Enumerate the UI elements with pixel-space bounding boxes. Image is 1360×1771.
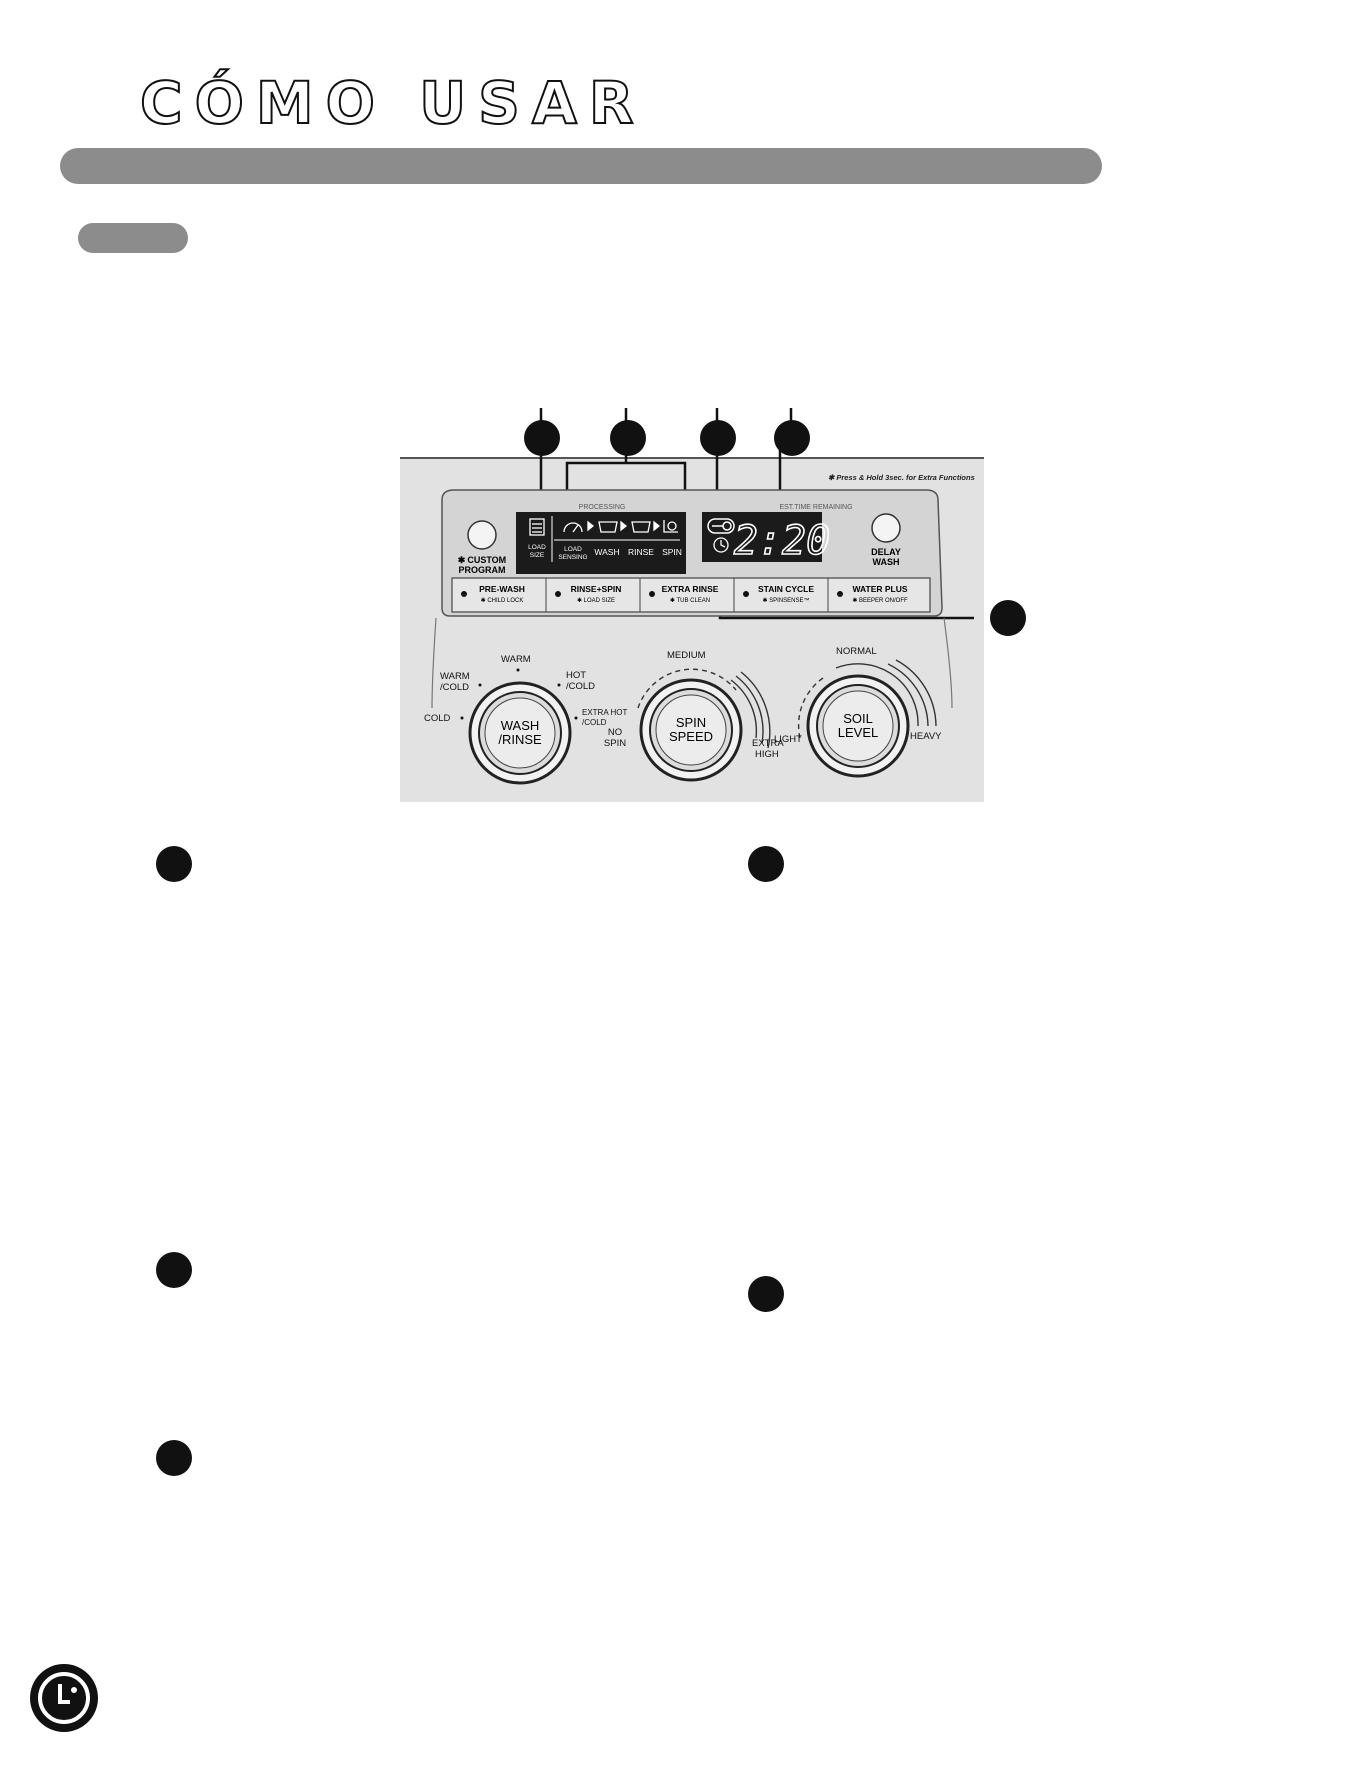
svg-text:LEVEL: LEVEL [838, 725, 878, 740]
option-button-rinse-spin[interactable]: RINSE+SPIN ✱ LOAD SIZE [555, 584, 621, 604]
svg-text:HOT: HOT [566, 670, 586, 681]
lg-logo-icon [30, 1664, 98, 1732]
svg-text:LIGHT: LIGHT [774, 734, 802, 745]
svg-text:/RINSE: /RINSE [498, 732, 542, 747]
custom-program-label: PROGRAM [459, 565, 506, 575]
child-lock-icon [707, 518, 735, 534]
spin-speed-labels: MEDIUM NO SPIN EXTRA HIGH [604, 650, 784, 760]
svg-text:WARM: WARM [501, 654, 531, 665]
stage-label-rinse: RINSE [628, 547, 654, 557]
svg-text:/COLD: /COLD [566, 681, 595, 692]
section-marker-5 [748, 1276, 784, 1312]
arrow-icon [587, 520, 595, 532]
callout-marker-5 [990, 600, 1026, 636]
option-button-water-plus[interactable]: WATER PLUS ✱ BEEPER ON/OFF [837, 584, 908, 604]
delay-wash-button[interactable]: DELAY WASH [871, 513, 901, 567]
svg-text:PRE-WASH: PRE-WASH [479, 584, 525, 594]
est-time-label: EST.TIME REMAINING [779, 504, 852, 511]
rinse-icon [631, 521, 651, 533]
section-marker-1 [156, 846, 192, 882]
soil-level-dial[interactable]: SOIL LEVEL [806, 674, 910, 778]
load-sensing-icon [563, 522, 583, 533]
stage-label-spin: SPIN [662, 547, 682, 557]
custom-program-button[interactable]: ✱CUSTOM PROGRAM [458, 520, 506, 575]
wash-rinse-dial[interactable]: WASH /RINSE [468, 681, 572, 785]
option-button-stain-cycle[interactable]: STAIN CYCLE ✱ SPINSENSE™ [743, 584, 814, 604]
stage-icons [563, 520, 678, 533]
svg-text:WARM: WARM [440, 671, 470, 682]
section-marker-2 [156, 1252, 192, 1288]
arrow-icon [620, 520, 628, 532]
svg-text:NO: NO [608, 727, 622, 738]
svg-text:EXTRA HOT: EXTRA HOT [582, 708, 627, 717]
stage-label-load-sensing-2: SENSING [558, 554, 587, 561]
extra-functions-note: ✱ Press & Hold 3sec. for Extra Functions [828, 473, 975, 482]
delay-clock-icon [713, 537, 729, 553]
svg-text:MEDIUM: MEDIUM [667, 650, 706, 661]
svg-text:SPIN: SPIN [604, 738, 626, 749]
svg-text:SOIL: SOIL [843, 711, 873, 726]
header-divider-bar [60, 148, 1102, 184]
svg-text:✱ BEEPER ON/OFF: ✱ BEEPER ON/OFF [852, 597, 908, 604]
delay-wash-label-1: DELAY [871, 547, 901, 557]
svg-text:NORMAL: NORMAL [836, 646, 877, 657]
svg-text:/COLD: /COLD [582, 718, 607, 727]
option-button-extra-rinse[interactable]: EXTRA RINSE ✱ TUB CLEAN [649, 584, 719, 604]
svg-text:SPEED: SPEED [669, 729, 713, 744]
spin-speed-arcs [637, 668, 771, 749]
svg-text:✱ TUB CLEAN: ✱ TUB CLEAN [670, 597, 710, 604]
load-size-icon [529, 518, 545, 536]
wash-icon [598, 521, 618, 533]
load-size-label-2: SIZE [530, 552, 545, 559]
svg-text:EXTRA RINSE: EXTRA RINSE [662, 584, 719, 594]
wash-rinse-labels: COLD WARM /COLD WARM HOT /COLD EXTRA HOT… [424, 654, 627, 727]
soil-level-arcs [797, 659, 937, 739]
svg-text:HEAVY: HEAVY [910, 731, 942, 742]
svg-text:✱ CHILD LOCK: ✱ CHILD LOCK [481, 597, 524, 604]
processing-label: PROCESSING [579, 504, 626, 511]
stage-label-load-sensing-1: LOAD [564, 546, 582, 553]
svg-text:SPIN: SPIN [676, 715, 706, 730]
svg-text:✱CUSTOM: ✱CUSTOM [458, 555, 506, 565]
option-button-pre-wash[interactable]: PRE-WASH ✱ CHILD LOCK [461, 584, 525, 604]
processing-display [516, 512, 686, 574]
svg-text:RINSE+SPIN: RINSE+SPIN [571, 584, 622, 594]
option-button-row: PRE-WASH ✱ CHILD LOCK RINSE+SPIN ✱ LOAD … [451, 577, 931, 613]
svg-text:HIGH: HIGH [755, 749, 779, 760]
control-panel-figure: PROCESSING EST.TIME REMAINING ✱ Press & … [396, 408, 986, 802]
spin-icon [663, 520, 678, 533]
svg-text:WASH: WASH [501, 718, 540, 733]
arrow-icon [653, 520, 661, 532]
soil-level-labels: NORMAL LIGHT HEAVY [774, 646, 942, 745]
page-title: CÓMO USAR [139, 69, 646, 137]
callout-marker-3 [700, 420, 736, 456]
svg-text:COLD: COLD [424, 713, 451, 724]
spin-speed-dial[interactable]: SPIN SPEED [639, 678, 743, 782]
control-panel-illustration: PROCESSING EST.TIME REMAINING ✱ Press & … [400, 408, 984, 802]
callout-marker-4 [774, 420, 810, 456]
callout-marker-1 [524, 420, 560, 456]
svg-text:EXTRA: EXTRA [752, 738, 784, 749]
load-size-label-1: LOAD [528, 544, 546, 551]
svg-text:WATER PLUS: WATER PLUS [852, 584, 907, 594]
svg-text:/COLD: /COLD [440, 682, 469, 693]
section-marker-4 [748, 846, 784, 882]
svg-text:✱ SPINSENSE™: ✱ SPINSENSE™ [762, 597, 809, 604]
time-remaining-value: 2:20 [734, 518, 830, 564]
stage-label-wash: WASH [594, 547, 619, 557]
section-marker-3 [156, 1440, 192, 1476]
time-display [702, 512, 822, 562]
svg-text:STAIN CYCLE: STAIN CYCLE [758, 584, 814, 594]
section-pill [78, 223, 188, 253]
callout-marker-2 [610, 420, 646, 456]
delay-wash-label-2: WASH [873, 557, 900, 567]
svg-text:✱ LOAD SIZE: ✱ LOAD SIZE [577, 597, 615, 604]
